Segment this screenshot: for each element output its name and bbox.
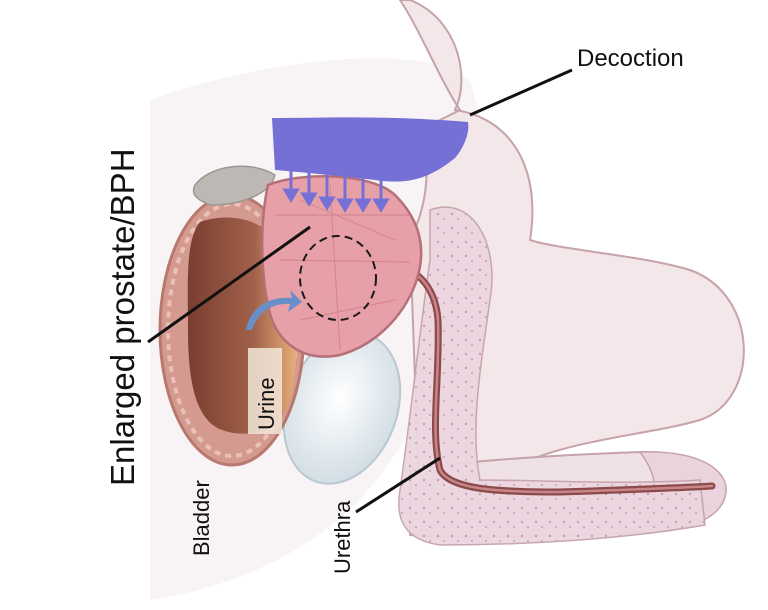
urine-label-backdrop [248, 348, 282, 434]
prostate-leader-line [147, 225, 311, 344]
seminal-vesicle [192, 165, 276, 206]
decoction-leader-line [469, 68, 573, 117]
bladder-label: Bladder [189, 480, 214, 556]
enlarged-zone-outline [299, 235, 377, 321]
urine-label: Urine [254, 377, 279, 430]
decoction-label: Decoction [577, 45, 684, 72]
corpus-spongiosum [398, 206, 706, 546]
decoction-arrows [282, 162, 390, 213]
decoction-application [272, 117, 469, 182]
urethra-lumen [368, 256, 714, 494]
prostate-lobe-lines [275, 184, 411, 351]
urine-flow-arrow [246, 290, 302, 330]
enlarged-prostate-label: Enlarged prostate/BPH [104, 148, 141, 486]
urethra-label: Urethra [330, 500, 355, 574]
urethra-leader-line [355, 456, 441, 514]
